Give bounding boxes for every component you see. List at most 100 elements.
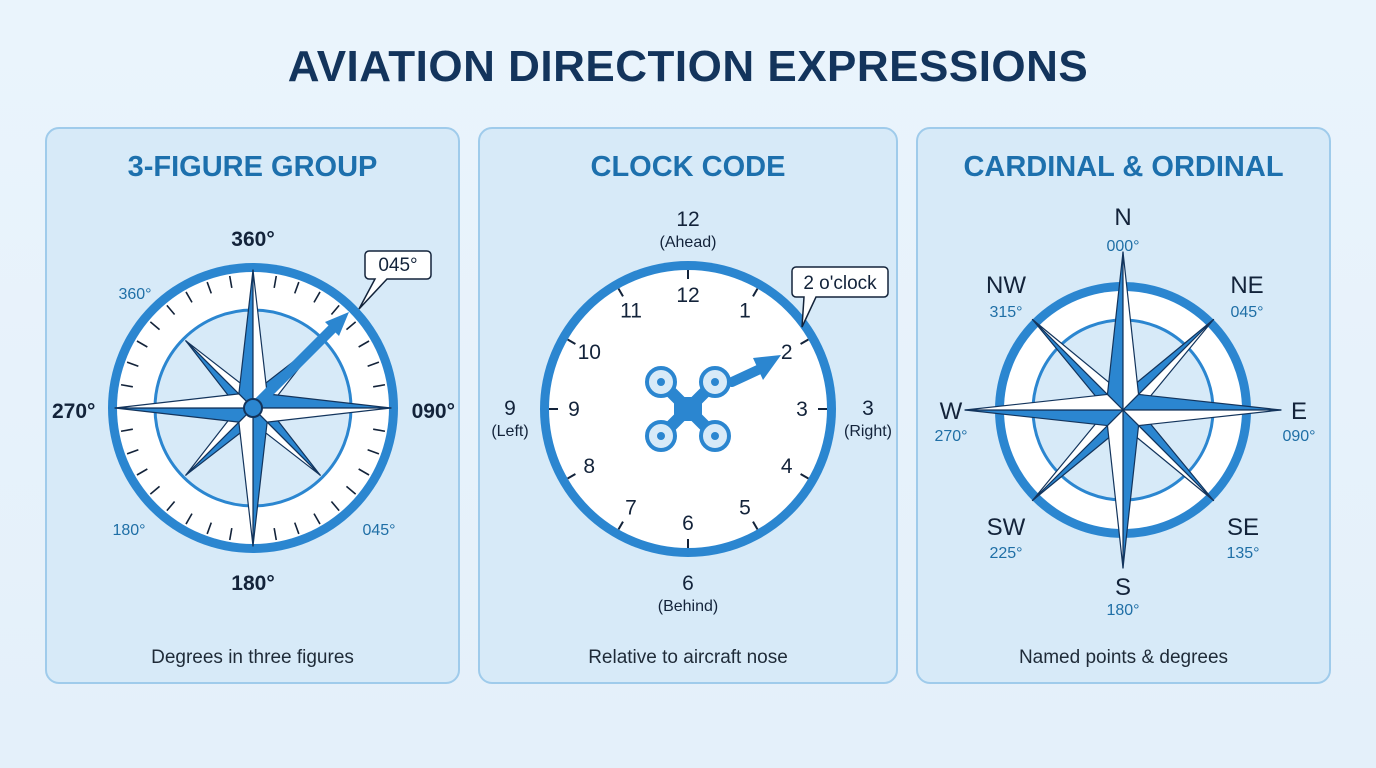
- degree-tick: [293, 522, 300, 535]
- degree-tick: [126, 448, 139, 455]
- callout-bubble: 045°: [358, 250, 432, 310]
- panel-caption: Named points & degrees: [1018, 647, 1229, 668]
- point-name-w: W: [940, 398, 963, 425]
- hour-tick: [617, 288, 624, 297]
- hour-tick: [752, 521, 759, 530]
- degree-tick: [367, 448, 380, 455]
- clock-number: 1: [739, 299, 751, 322]
- degree-tick: [166, 304, 176, 316]
- point-degrees-ne: 045°: [1230, 304, 1263, 321]
- outer-label-right: 3: [862, 397, 874, 420]
- panel-caption: Relative to aircraft nose: [588, 647, 788, 668]
- clock-number: 12: [676, 284, 699, 307]
- degree-tick: [126, 361, 139, 368]
- degree-tick: [345, 321, 357, 331]
- panel-title: CARDINAL & ORDINAL: [963, 151, 1284, 183]
- degree-tick: [206, 281, 213, 294]
- point-degrees-e: 090°: [1282, 428, 1315, 445]
- degree-tick: [228, 528, 233, 541]
- drone-icon: [645, 366, 731, 452]
- label-right: 090°: [412, 400, 455, 423]
- point-degrees-w: 270°: [934, 428, 967, 445]
- degree-tick: [330, 500, 340, 512]
- degree-tick: [120, 383, 133, 388]
- degree-tick: [185, 513, 193, 525]
- clock-number: 4: [781, 455, 793, 478]
- degree-tick: [313, 513, 321, 525]
- arrow-icon: [243, 312, 349, 418]
- degree-tick: [149, 321, 161, 331]
- panel-three-figure-group: 3-FIGURE GROUP 045° 360° 180° 270° 090° …: [45, 127, 460, 684]
- clock-number: 7: [625, 497, 637, 520]
- arrow-icon: [727, 355, 781, 387]
- callout-bubble: 2 o'clock: [791, 266, 889, 328]
- degree-tick: [293, 281, 300, 294]
- compass-diagram: 045° 360° 180° 270° 090° 360° 180° 045°: [52, 228, 455, 595]
- outer-label-right-sub: (Right): [844, 423, 892, 440]
- panel-title: 3-FIGURE GROUP: [127, 151, 378, 183]
- degree-tick: [330, 304, 340, 316]
- point-name-nw: NW: [986, 272, 1026, 299]
- clock-number: 6: [682, 512, 694, 535]
- outer-label-left: 9: [504, 397, 516, 420]
- outer-label-bottom-sub: (Behind): [658, 598, 718, 615]
- point-degrees-sw: 225°: [989, 545, 1022, 562]
- label-left: 270°: [52, 400, 95, 423]
- degree-tick: [358, 340, 370, 348]
- clock-number: 3: [796, 398, 808, 421]
- outer-label-top-sub: (Ahead): [660, 234, 717, 251]
- degree-tick: [206, 522, 213, 535]
- degree-tick: [345, 485, 357, 495]
- hour-tick: [567, 473, 576, 480]
- degree-tick: [120, 428, 133, 433]
- degree-tick: [136, 340, 148, 348]
- point-degrees-n: 000°: [1106, 238, 1139, 255]
- outer-label-left-sub: (Left): [491, 423, 528, 440]
- degree-tick: [373, 383, 386, 388]
- point-degrees-se: 135°: [1226, 545, 1259, 562]
- label-top: 360°: [231, 228, 274, 251]
- clock-number: 2: [781, 341, 793, 364]
- callout-label: 045°: [378, 255, 417, 276]
- degree-tick: [373, 428, 386, 433]
- degree-tick: [136, 468, 148, 476]
- compass-rose-icon: [964, 251, 1282, 569]
- callout-label: 2 o'clock: [803, 273, 877, 294]
- hour-tick: [617, 521, 624, 530]
- degree-tick: [149, 485, 161, 495]
- degree-tick: [273, 275, 278, 288]
- degree-tick: [273, 528, 278, 541]
- degree-tick: [166, 500, 176, 512]
- clock-number: 8: [583, 455, 595, 478]
- point-degrees-s: 180°: [1106, 602, 1139, 619]
- hour-tick: [800, 338, 809, 345]
- outer-label-top: 12: [676, 208, 699, 231]
- degree-tick: [228, 275, 233, 288]
- panel-title: CLOCK CODE: [590, 151, 786, 183]
- cardinal-diagram: N000°NE045°E090°SE135°S180°SW225°W270°NW…: [934, 204, 1315, 619]
- clock-number: 10: [578, 341, 601, 364]
- clock-number: 5: [739, 497, 751, 520]
- label-bottom: 180°: [231, 572, 274, 595]
- point-degrees-nw: 315°: [989, 304, 1022, 321]
- panel-caption: Degrees in three figures: [151, 647, 354, 668]
- outer-label-bottom: 6: [682, 572, 694, 595]
- hour-tick: [800, 473, 809, 480]
- point-name-s: S: [1115, 574, 1131, 601]
- point-name-ne: NE: [1230, 272, 1263, 299]
- clock-number: 9: [568, 398, 580, 421]
- star-point-light: [964, 393, 1124, 411]
- point-name-e: E: [1291, 398, 1307, 425]
- degree-tick: [313, 291, 321, 303]
- point-name-se: SE: [1227, 514, 1259, 541]
- clock-number: 11: [620, 299, 642, 322]
- hour-tick: [752, 288, 759, 297]
- point-name-sw: SW: [987, 514, 1026, 541]
- page-title: AVIATION DIRECTION EXPRESSIONS: [287, 42, 1089, 91]
- hour-tick: [567, 338, 576, 345]
- degree-tick: [367, 361, 380, 368]
- label-top-left-small: 360°: [118, 286, 151, 303]
